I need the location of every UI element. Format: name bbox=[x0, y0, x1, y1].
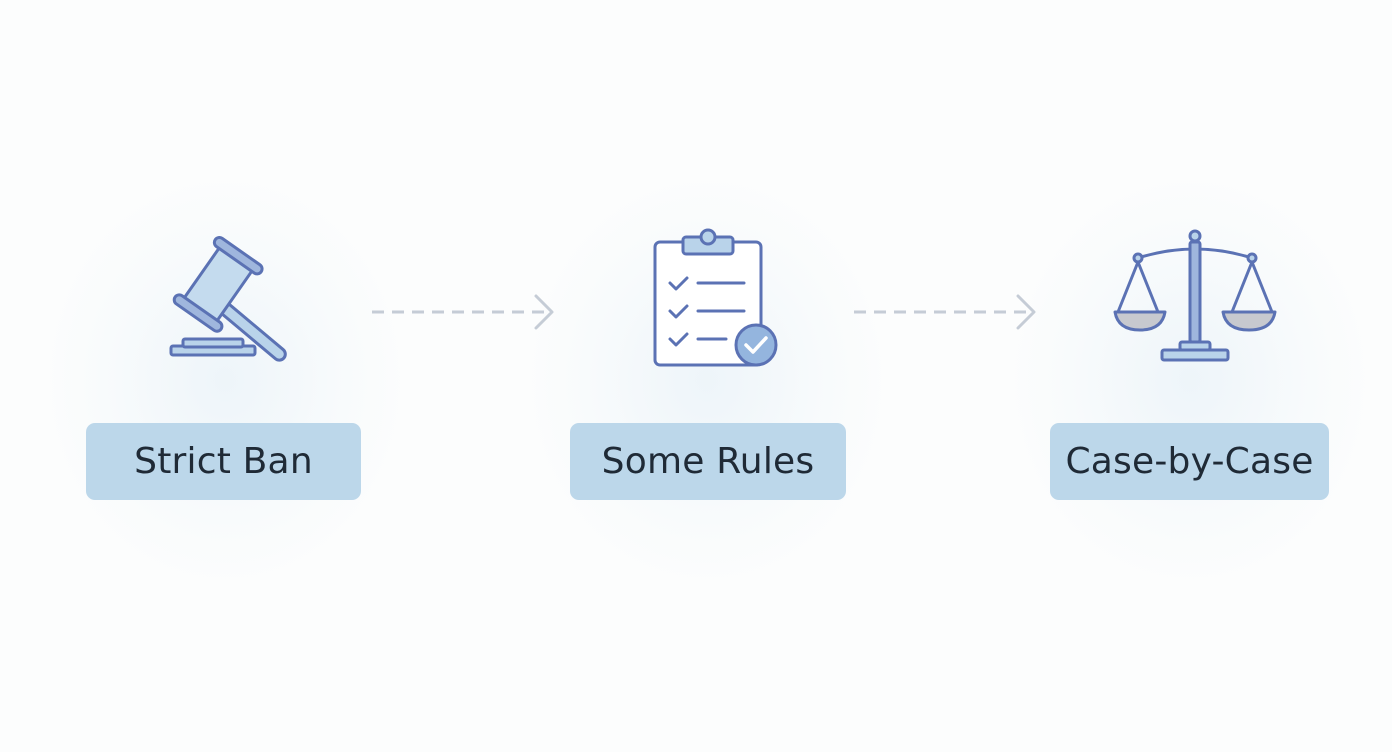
step-label-case-by-case: Case-by-Case bbox=[1050, 423, 1329, 500]
clipboard-checklist-icon bbox=[650, 227, 785, 372]
balance-scale-icon bbox=[1110, 226, 1280, 371]
step-label-text: Some Rules bbox=[601, 441, 815, 482]
connector-arrow-1 bbox=[370, 292, 560, 332]
step-label-strict-ban: Strict Ban bbox=[86, 423, 361, 500]
connector-arrow-2 bbox=[852, 292, 1042, 332]
step-label-text: Strict Ban bbox=[134, 441, 313, 482]
step-label-some-rules: Some Rules bbox=[570, 423, 846, 500]
step-label-text: Case-by-Case bbox=[1065, 441, 1314, 482]
step-glow-strict-ban bbox=[40, 170, 410, 590]
gavel-icon bbox=[155, 236, 300, 371]
